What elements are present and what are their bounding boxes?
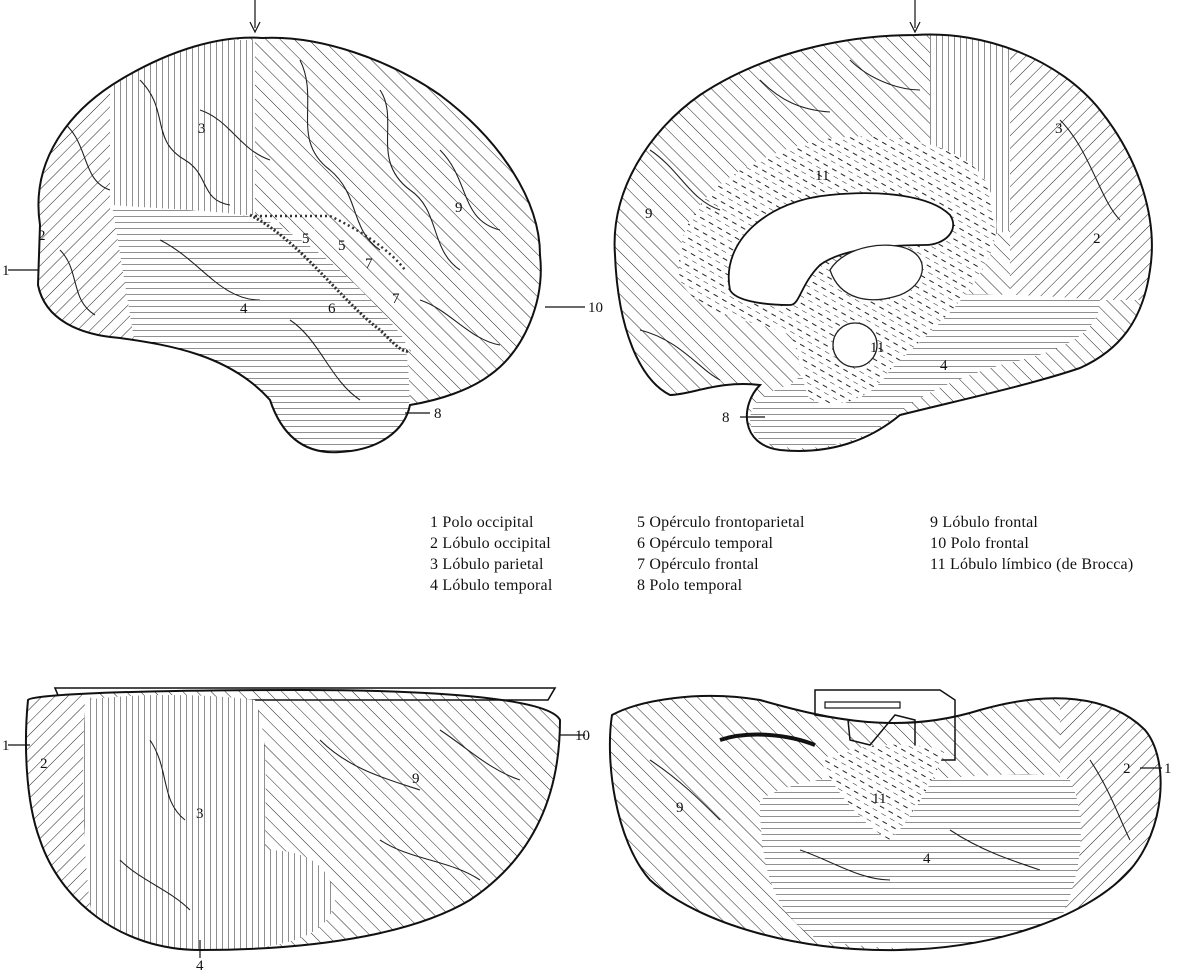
legend-column-1: 1 Polo occipital 2 Lóbulo occipital 3 Ló… <box>430 512 553 596</box>
legend-item-5: 5 Opérculo frontoparietal <box>637 512 805 533</box>
legend-item-1: 1 Polo occipital <box>430 512 553 533</box>
lateral-label-7a: 7 <box>365 256 373 272</box>
legend-item-10: 10 Polo frontal <box>930 533 1133 554</box>
inferior-label-9: 9 <box>676 800 684 816</box>
legend: 1 Polo occipital 2 Lóbulo occipital 3 Ló… <box>430 512 1190 642</box>
medial-label-9: 9 <box>645 206 653 222</box>
lateral-label-3: 3 <box>198 121 206 137</box>
medial-label-4: 4 <box>940 358 948 374</box>
lateral-label-9: 9 <box>455 200 463 216</box>
legend-item-9: 9 Lóbulo frontal <box>930 512 1133 533</box>
superior-label-9: 9 <box>412 771 420 787</box>
inferior-view: 9 11 4 2 1 <box>600 690 1180 960</box>
medial-view: 9 11 3 2 4 8 11 <box>600 0 1170 465</box>
inferior-label-11: 11 <box>872 791 886 807</box>
superior-label-1: 1 <box>2 738 10 754</box>
medial-label-3: 3 <box>1055 121 1063 137</box>
medial-label-2: 2 <box>1093 231 1101 247</box>
superior-label-10: 10 <box>575 728 590 744</box>
inferior-label-4: 4 <box>923 851 931 867</box>
lateral-label-2: 2 <box>38 228 46 244</box>
legend-item-4: 4 Lóbulo temporal <box>430 575 553 596</box>
legend-item-8: 8 Polo temporal <box>637 575 805 596</box>
legend-item-6: 6 Opérculo temporal <box>637 533 805 554</box>
superior-label-3: 3 <box>196 806 204 822</box>
legend-item-7: 7 Opérculo frontal <box>637 554 805 575</box>
legend-column-2: 5 Opérculo frontoparietal 6 Opérculo tem… <box>637 512 805 596</box>
legend-column-3: 9 Lóbulo frontal 10 Polo frontal 11 Lóbu… <box>930 512 1133 575</box>
lateral-label-8: 8 <box>434 406 442 422</box>
superior-view: 1 2 3 9 10 4 <box>2 688 590 970</box>
legend-item-3: 3 Lóbulo parietal <box>430 554 553 575</box>
legend-item-2: 2 Lóbulo occipital <box>430 533 553 554</box>
medial-label-11a: 11 <box>815 168 829 184</box>
superior-label-4: 4 <box>196 958 204 970</box>
lateral-label-1: 1 <box>2 263 10 279</box>
lateral-label-5b: 5 <box>338 238 346 254</box>
lateral-view: 1 2 3 4 5 5 6 7 7 8 9 10 <box>2 0 603 460</box>
lateral-label-4: 4 <box>240 301 248 317</box>
lateral-label-5a: 5 <box>302 231 310 247</box>
legend-item-11: 11 Lóbulo límbico (de Brocca) <box>930 554 1133 575</box>
inferior-label-1: 1 <box>1164 761 1172 777</box>
lateral-label-10: 10 <box>588 300 603 316</box>
medial-label-8: 8 <box>722 410 730 426</box>
lateral-label-7b: 7 <box>392 291 400 307</box>
lateral-label-6: 6 <box>328 301 336 317</box>
superior-label-2: 2 <box>40 756 48 772</box>
medial-label-11b: 11 <box>870 340 884 356</box>
inferior-label-2: 2 <box>1123 761 1131 777</box>
